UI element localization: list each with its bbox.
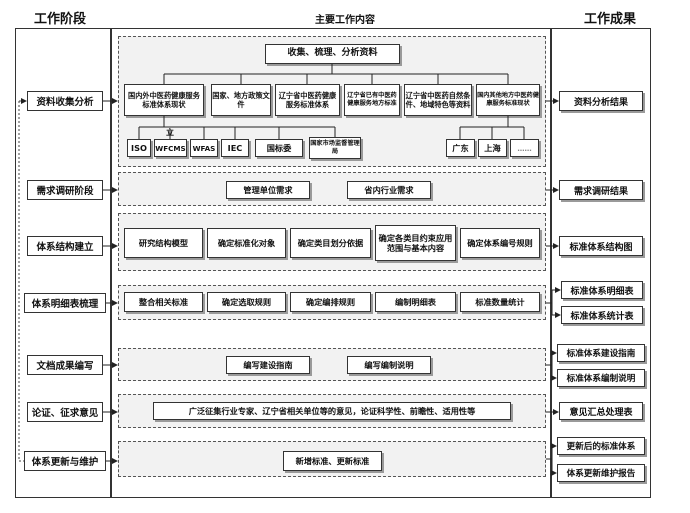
result-guide: 标准体系建设指南 bbox=[557, 344, 645, 362]
header-result: 工作成果 bbox=[583, 12, 636, 27]
detail-integrate-box: 整合相关标准 bbox=[124, 292, 203, 312]
result-opinions: 意见汇总处理表 bbox=[559, 402, 643, 420]
org-samr-box: 国家市场监督管理局 bbox=[309, 137, 361, 159]
content-column bbox=[111, 28, 551, 498]
docs-explain-box: 编写编制说明 bbox=[347, 356, 431, 374]
region-shanghai-box: 上海 bbox=[478, 139, 507, 157]
result-column bbox=[551, 28, 651, 498]
result-stat-table: 标准体系统计表 bbox=[561, 306, 643, 324]
update-box: 新增标准、更新标准 bbox=[283, 451, 382, 471]
consult-box: 广泛征集行业专家、辽宁省相关单位等的意见，论证科学性、前瞻性、适用性等 bbox=[153, 402, 511, 420]
stage-docs: 文档成果编写 bbox=[27, 355, 103, 375]
result-detail-table: 标准体系明细表 bbox=[561, 281, 643, 299]
detail-select-rule-box: 确定选取规则 bbox=[207, 292, 286, 312]
demand-industry-box: 省内行业需求 bbox=[347, 181, 431, 199]
region-guangdong-box: 广东 bbox=[446, 139, 475, 157]
stage-column bbox=[15, 28, 111, 498]
stage-detail: 体系明细表梳理 bbox=[24, 293, 106, 313]
source-liaoning-system-box: 辽宁省中医药健康服务标准体系 bbox=[275, 84, 340, 116]
org-iec-box: IEC bbox=[221, 139, 249, 157]
structure-scope-box: 确定各类目约束应用范围与基本内容 bbox=[375, 225, 456, 261]
docs-guide-box: 编写建设指南 bbox=[226, 356, 310, 374]
org-wfcms-box: WFCMS bbox=[154, 139, 187, 157]
collect-top-box: 收集、梳理、分析资料 bbox=[265, 44, 400, 64]
source-intl-box: 国内外中医药健康服务标准体系现状 bbox=[124, 84, 204, 116]
org-wfas-box: WFAS bbox=[190, 139, 218, 157]
region-more-box: …… bbox=[510, 139, 539, 157]
structure-model-box: 研究结构模型 bbox=[124, 228, 203, 258]
group-demand bbox=[118, 172, 546, 206]
stage-demand: 需求调研阶段 bbox=[27, 180, 103, 200]
header-content: 主要工作内容 bbox=[315, 15, 375, 26]
source-liaoning-nature-box: 辽宁省中医药自然条件、地域特色等资料 bbox=[404, 84, 472, 116]
result-updated-system: 更新后的标准体系 bbox=[557, 437, 645, 455]
stage-consult: 论证、征求意见 bbox=[27, 402, 103, 422]
structure-numbering-box: 确定体系编号规则 bbox=[460, 228, 540, 258]
result-update-report: 体系更新维护报告 bbox=[557, 464, 645, 482]
stage-structure: 体系结构建立 bbox=[27, 236, 103, 256]
source-policy-box: 国家、地方政策文件 bbox=[211, 84, 271, 116]
result-explain: 标准体系编制说明 bbox=[557, 369, 645, 387]
org-sac-box: 国标委 bbox=[255, 139, 303, 157]
result-structure: 标准体系结构图 bbox=[559, 236, 643, 256]
header-stage: 工作阶段 bbox=[33, 12, 86, 27]
structure-category-box: 确定类目划分依据 bbox=[290, 228, 371, 258]
result-demand: 需求调研结果 bbox=[559, 180, 643, 200]
result-collect: 资料分析结果 bbox=[559, 91, 643, 111]
detail-compile-box: 编制明细表 bbox=[375, 292, 456, 312]
org-iso-box: ISO bbox=[127, 139, 151, 157]
detail-count-box: 标准数量统计 bbox=[460, 292, 540, 312]
detail-arrange-rule-box: 确定编排规则 bbox=[290, 292, 371, 312]
stage-collect: 资料收集分析 bbox=[27, 91, 103, 111]
structure-object-box: 确定标准化对象 bbox=[207, 228, 286, 258]
source-other-region-box: 国内其他地方中医药健康服务标准现状 bbox=[476, 84, 540, 116]
demand-management-box: 管理单位需求 bbox=[226, 181, 310, 199]
group-docs bbox=[118, 348, 546, 381]
source-liaoning-local-box: 辽宁省已有中医药健康服务地方标准 bbox=[344, 84, 400, 116]
stage-update: 体系更新与维护 bbox=[24, 451, 106, 471]
